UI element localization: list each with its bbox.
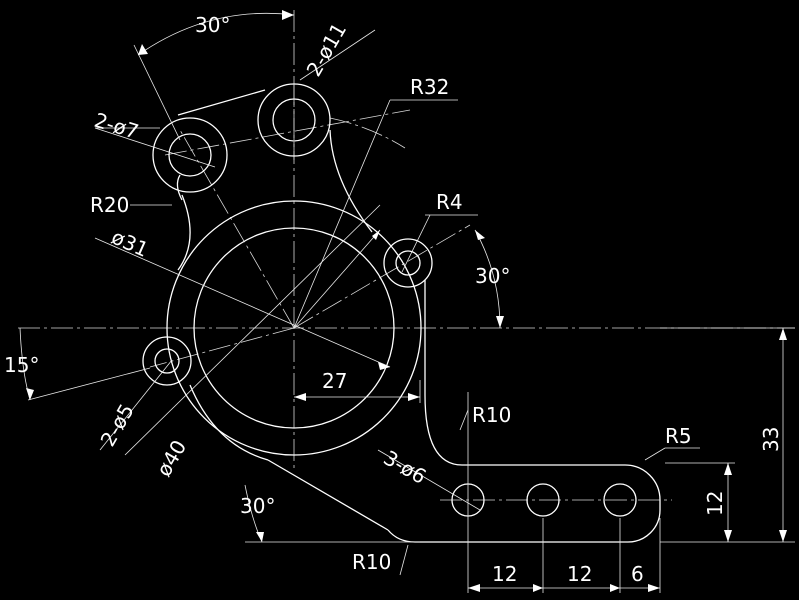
centerline-to-r4 bbox=[293, 224, 471, 329]
slot-hole-2 bbox=[526, 483, 560, 517]
label-radius-4: R4 bbox=[436, 190, 463, 214]
label-dim-12-a: 12 bbox=[492, 562, 517, 586]
label-holes-6: 3-ø6 bbox=[380, 446, 431, 489]
hole-r4-boss bbox=[383, 238, 433, 288]
outer-ring-dia-40 bbox=[166, 200, 422, 456]
label-angle-right: 30° bbox=[475, 264, 510, 288]
label-holes-11: 2-ø11 bbox=[302, 19, 352, 81]
label-radius-20: R20 bbox=[90, 193, 129, 217]
centerline-bolt-circle bbox=[164, 109, 411, 156]
label-radius-10-lower: R10 bbox=[352, 550, 391, 574]
main-rings bbox=[166, 200, 422, 456]
label-angle-bottom: 30° bbox=[240, 494, 275, 518]
arrowheads bbox=[26, 10, 787, 592]
label-dim-6: 6 bbox=[631, 562, 644, 586]
inner-bore-dia-31 bbox=[193, 227, 395, 429]
label-holes-7: 2-ø7 bbox=[92, 108, 142, 144]
dimension-labels: 30° 2-ø11 R32 2-ø7 R20 R4 ø31 30° 15° 27… bbox=[4, 13, 783, 586]
hole-7-boss bbox=[152, 117, 228, 193]
hole-5 bbox=[154, 348, 180, 374]
label-holes-5: 2-ø5 bbox=[96, 400, 139, 451]
centerline-to-hole-7 bbox=[179, 129, 295, 329]
hole-r4 bbox=[395, 250, 421, 276]
label-angle-15: 15° bbox=[4, 353, 39, 377]
radial-dimension-lines bbox=[94, 29, 700, 576]
linear-dimensions bbox=[245, 327, 795, 593]
label-dim-12-b: 12 bbox=[567, 562, 592, 586]
label-radius-10-upper: R10 bbox=[472, 403, 511, 427]
angular-dimensions bbox=[19, 12, 501, 543]
centerline-15deg bbox=[149, 327, 295, 368]
bolt-circle-arc bbox=[329, 117, 406, 149]
label-dim-33: 33 bbox=[759, 427, 783, 452]
hole-7 bbox=[168, 133, 212, 177]
hole-5-boss bbox=[142, 336, 192, 386]
holes bbox=[142, 83, 637, 517]
hole-11-boss bbox=[257, 83, 331, 157]
label-radius-5: R5 bbox=[665, 424, 692, 448]
angle-arc-top bbox=[137, 12, 295, 56]
label-angle-top: 30° bbox=[195, 13, 230, 37]
hole-11 bbox=[272, 98, 316, 142]
label-dia-31: ø31 bbox=[108, 225, 152, 262]
label-dim-27: 27 bbox=[322, 369, 347, 393]
label-dim-12-vertical: 12 bbox=[703, 491, 727, 516]
slot-hole-3 bbox=[603, 483, 637, 517]
label-dia-40: ø40 bbox=[152, 436, 192, 481]
label-radius-32: R32 bbox=[410, 75, 449, 99]
